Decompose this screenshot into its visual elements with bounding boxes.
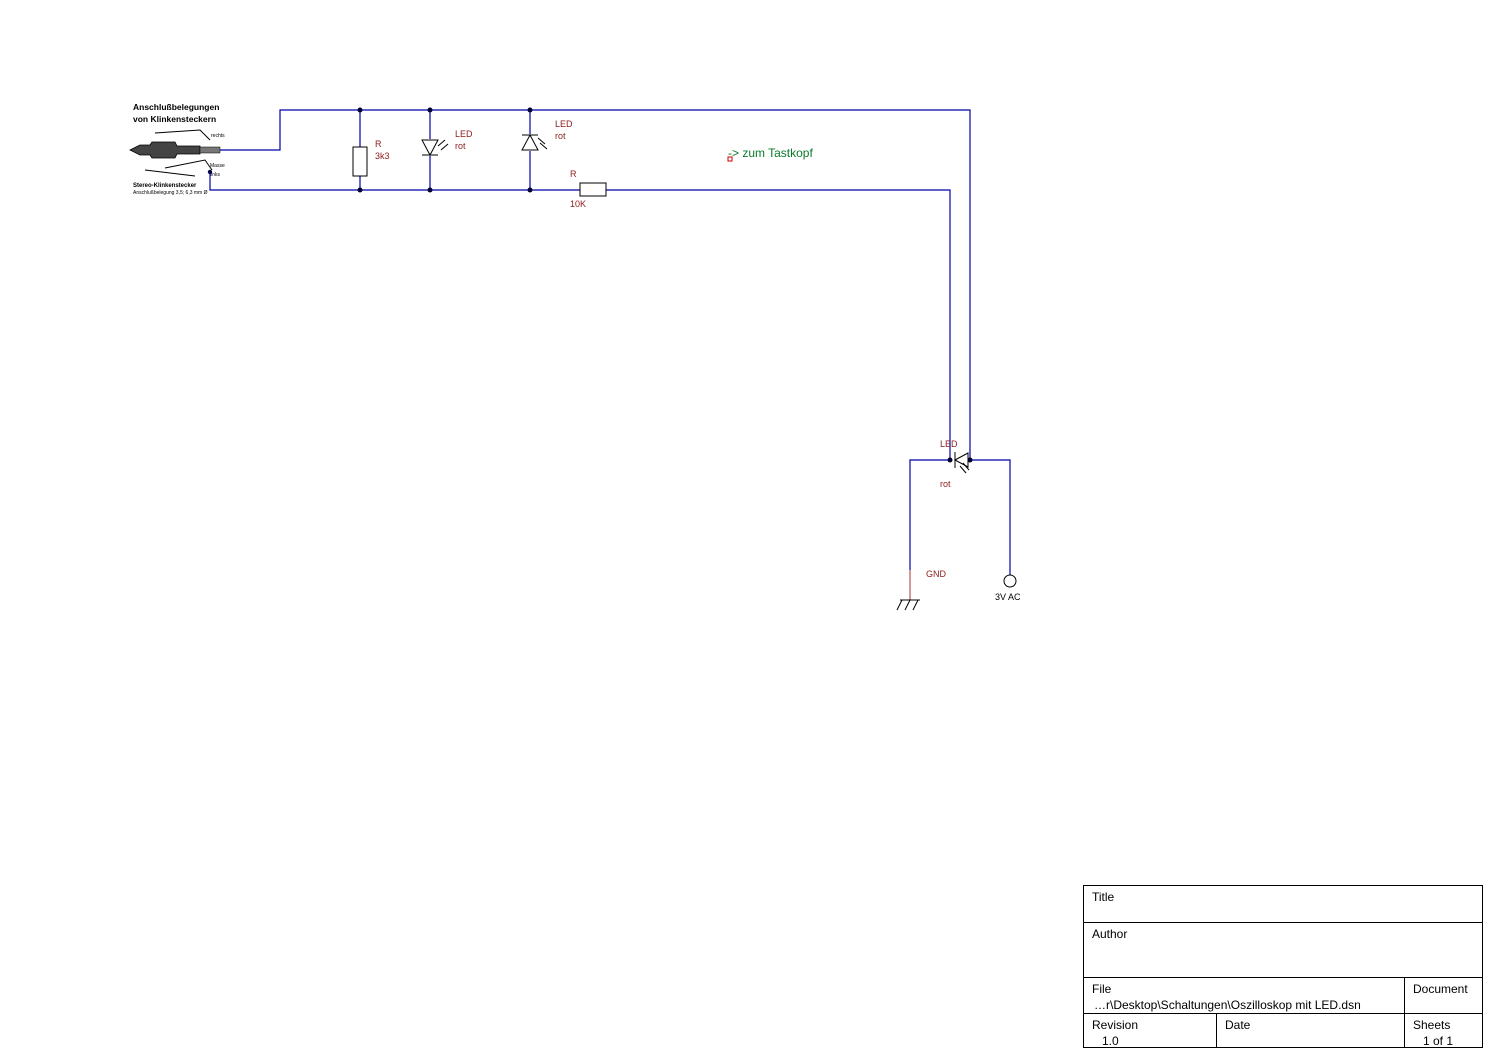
- ground-hatch: [896, 599, 919, 611]
- pin-label-links: links: [210, 172, 221, 178]
- author-label: Author: [1092, 927, 1128, 941]
- probe-note-text: -> zum Tastkopf: [728, 146, 813, 160]
- led-2-rays: [537, 137, 548, 150]
- resistor-r1: R 3k3: [352, 139, 390, 177]
- revision-cell: Revision 1.0: [1084, 1014, 1217, 1048]
- junctions: [357, 107, 973, 463]
- jack-connector: Anschlußbelegungen von Klinkensteckern r…: [129, 102, 225, 196]
- pin-label-masse: Masse: [210, 163, 225, 169]
- led-2-triangle: [521, 133, 539, 151]
- junction: [427, 107, 433, 113]
- led2-type-label: LED: [555, 119, 573, 129]
- date-label: Date: [1225, 1018, 1251, 1032]
- file-value: …r\Desktop\Schaltungen\Oszilloskop mit L…: [1094, 998, 1361, 1012]
- ac-source: 3V AC: [995, 574, 1021, 602]
- led-3: LED rot: [940, 439, 970, 489]
- junction: [967, 457, 973, 463]
- led-1: LED rot: [421, 129, 473, 157]
- resistor-r1-body: [352, 146, 368, 177]
- led-2: LED rot: [521, 119, 573, 151]
- led-3-triangle: [953, 452, 969, 468]
- document-label: Document: [1413, 982, 1468, 996]
- led3-value-label: rot: [940, 479, 951, 489]
- junction: [427, 187, 433, 193]
- author-cell: Author: [1084, 923, 1483, 978]
- resistor-r2: R 10K: [570, 169, 607, 209]
- jack-sleeve: [199, 146, 221, 154]
- led-1-triangle: [421, 139, 439, 157]
- title-block: Title Author File …r\Desktop\Schaltungen…: [1083, 885, 1483, 1048]
- led2-value-label: rot: [555, 131, 566, 141]
- junction: [357, 107, 363, 113]
- title-cell: Title: [1084, 886, 1483, 923]
- connector-caption-1: Stereo-Klinkenstecker: [133, 183, 197, 189]
- r1-type-label: R: [375, 139, 382, 149]
- junction: [527, 187, 533, 193]
- r2-value-label: 10K: [570, 199, 586, 209]
- wire-bottom-rail: [209, 172, 580, 191]
- document-cell: Document: [1405, 978, 1483, 1014]
- connector-caption-2: Anschlußbelegung 3,5; 6,3 mm Ø: [133, 190, 208, 196]
- ac-source-terminal: [1003, 574, 1017, 588]
- file-label: File: [1092, 982, 1112, 996]
- connector-title-2: von Klinkensteckern: [133, 114, 216, 124]
- revision-label: Revision: [1092, 1018, 1139, 1032]
- pin-label-rechts: rechts: [211, 133, 225, 139]
- led-3-rays: [959, 462, 970, 474]
- date-cell: Date: [1217, 1014, 1405, 1048]
- source-label: 3V AC: [995, 592, 1021, 602]
- ground-symbol: GND: [896, 569, 947, 611]
- note-marker: [727, 156, 733, 162]
- jack-leader-lines: [144, 129, 213, 177]
- junction: [947, 457, 953, 463]
- sheets-cell: Sheets 1 of 1: [1405, 1014, 1483, 1048]
- sheets-label: Sheets: [1413, 1018, 1451, 1032]
- title-label: Title: [1092, 890, 1115, 904]
- r1-value-label: 3k3: [375, 151, 390, 161]
- sheets-value: 1 of 1: [1423, 1034, 1454, 1048]
- jack-plug-shape: [129, 141, 201, 159]
- gnd-label: GND: [926, 569, 947, 579]
- wire-top-rail: [220, 109, 1011, 575]
- led1-type-label: LED: [455, 129, 473, 139]
- r2-type-label: R: [570, 169, 577, 179]
- wire-r2-to-led3: [606, 189, 951, 570]
- resistor-r2-body: [579, 182, 607, 197]
- led1-value-label: rot: [455, 141, 466, 151]
- led-1-rays: [437, 139, 449, 151]
- file-cell: File …r\Desktop\Schaltungen\Oszilloskop …: [1084, 978, 1405, 1014]
- junction: [527, 107, 533, 113]
- connector-title-1: Anschlußbelegungen: [133, 102, 219, 112]
- wires: [209, 109, 1011, 575]
- junction: [357, 187, 363, 193]
- probe-note: -> zum Tastkopf: [727, 146, 813, 162]
- revision-value: 1.0: [1102, 1034, 1119, 1048]
- led3-type-label: LED: [940, 439, 958, 449]
